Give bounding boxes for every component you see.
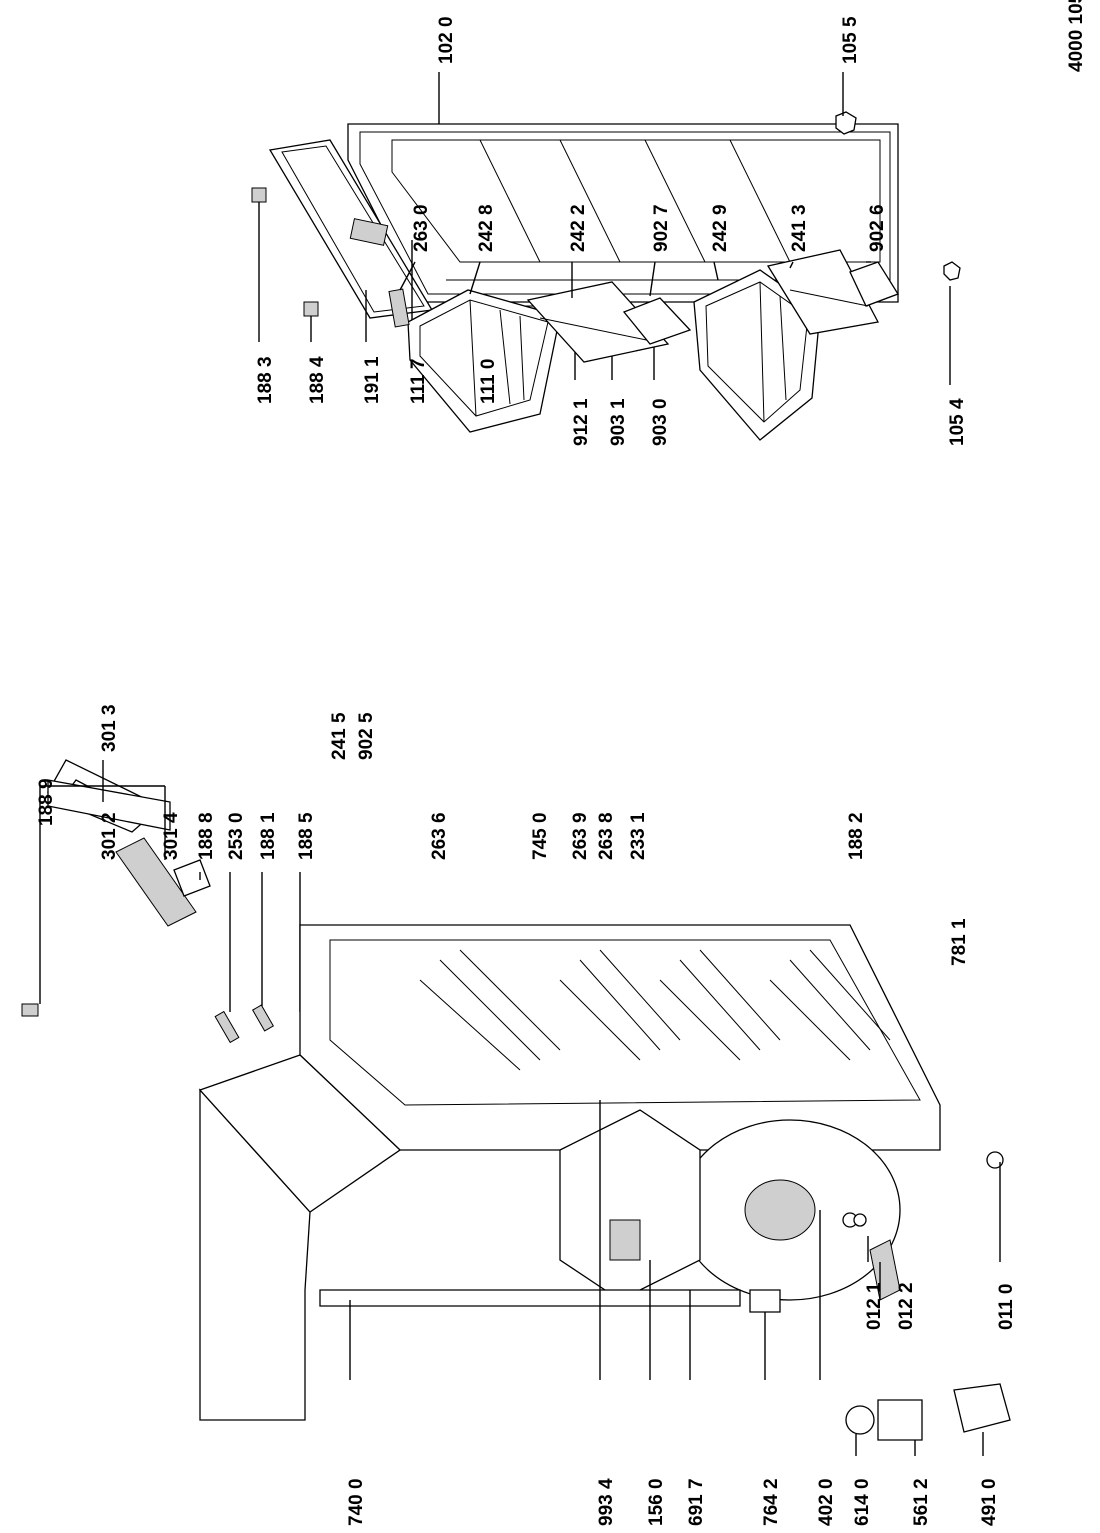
label-0110: 011 0 <box>996 1284 1017 1331</box>
label-1885: 188 5 <box>296 812 317 860</box>
label-1883: 188 3 <box>255 356 276 404</box>
label-7450: 745 0 <box>530 812 551 860</box>
label-1882: 188 2 <box>846 812 867 860</box>
document-code: 4000 105 27121 <box>1066 0 1087 72</box>
label-2428: 242 8 <box>476 204 497 252</box>
label-1881: 188 1 <box>258 812 279 860</box>
label-2429: 242 9 <box>710 204 731 252</box>
label-3012: 301 2 <box>99 812 120 860</box>
label-9031: 903 1 <box>608 398 629 446</box>
label-9026: 902 6 <box>867 204 888 252</box>
part-labels: 4000 105 27121 102 0 105 5 105 4 188 3 1… <box>36 0 1087 1526</box>
label-9027: 902 7 <box>651 204 672 252</box>
label-3014: 301 4 <box>161 812 182 860</box>
label-2639: 263 9 <box>570 812 591 860</box>
wire-shelves <box>419 949 891 1071</box>
label-2413: 241 3 <box>789 204 810 252</box>
label-2530: 253 0 <box>226 812 247 860</box>
label-1560: 156 0 <box>646 1478 667 1526</box>
label-0122: 012 2 <box>896 1282 917 1330</box>
cabinet <box>198 924 941 1421</box>
label-1117: 111 7 <box>408 359 429 404</box>
label-9121: 912 1 <box>571 398 592 446</box>
label-1884: 188 4 <box>307 356 328 404</box>
label-7811: 781 1 <box>949 918 970 966</box>
label-9030: 903 0 <box>650 398 671 446</box>
label-2636: 263 6 <box>429 812 450 860</box>
label-7400: 740 0 <box>346 1478 367 1526</box>
label-7642: 764 2 <box>761 1478 782 1526</box>
label-3013: 301 3 <box>99 704 120 752</box>
label-1911: 191 1 <box>362 356 383 404</box>
label-6917: 691 7 <box>686 1478 707 1526</box>
basket-group <box>388 249 899 441</box>
label-9025: 902 5 <box>356 712 377 760</box>
label-1055: 105 5 <box>840 16 861 64</box>
label-1054: 105 4 <box>947 398 968 446</box>
lower-small-parts <box>749 1151 1011 1456</box>
label-4020: 402 0 <box>816 1478 837 1526</box>
label-5612: 561 2 <box>911 1478 932 1526</box>
label-9934: 993 4 <box>596 1478 617 1526</box>
label-4910: 491 0 <box>979 1478 1000 1526</box>
label-2415: 241 5 <box>329 712 350 760</box>
label-1020: 102 0 <box>436 16 457 64</box>
control-panel-group <box>21 759 311 1044</box>
label-1889: 188 9 <box>36 778 57 826</box>
svg-text:4000 105 27121: 4000 105 27121 <box>1066 0 1087 72</box>
label-0121: 012 1 <box>864 1282 885 1330</box>
label-2630: 263 0 <box>411 204 432 252</box>
label-2422: 242 2 <box>568 204 589 252</box>
label-1110: 111 0 <box>478 359 499 404</box>
label-1888: 188 8 <box>196 812 217 860</box>
label-6140: 614 0 <box>852 1478 873 1526</box>
label-2331: 233 1 <box>628 812 649 860</box>
label-2638: 263 8 <box>596 812 617 860</box>
